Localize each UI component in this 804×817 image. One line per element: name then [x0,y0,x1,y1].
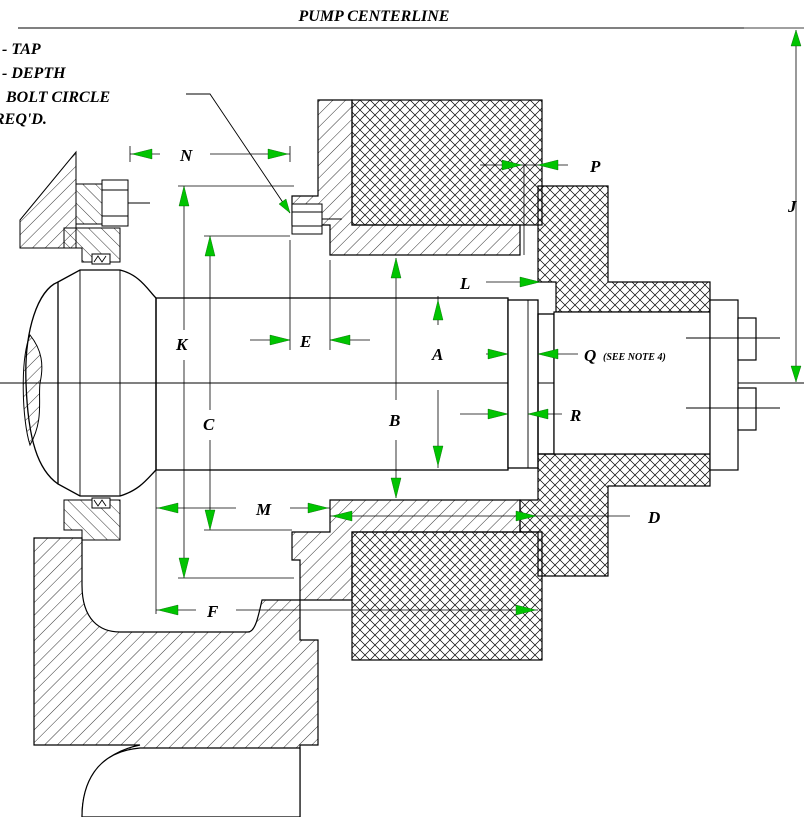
note-tap: - TAP [2,41,41,58]
dim-e: E [250,240,370,351]
lower-oring [91,497,111,509]
tap-notes: - TAP - DEPTH BOLT CIRCLE REQ'D. [0,41,110,128]
gland-screw [291,203,342,235]
note-leader-line [186,93,291,214]
upper-collar-block [537,185,711,313]
label-e: E [299,332,311,351]
label-l: L [459,274,470,293]
dim-k: K [175,185,294,579]
lower-housing-opening [81,747,301,817]
label-n: N [179,146,193,165]
label-j: J [787,197,797,216]
dim-d: D [330,508,660,527]
dim-p: P [480,157,601,255]
note-reqd: REQ'D. [0,111,47,128]
set-screw-bore [553,311,711,455]
label-m: M [255,500,272,519]
label-r: R [569,406,581,425]
dim-j: J [744,27,804,383]
note-depth: - DEPTH [2,65,66,82]
upper-gland-bolt [75,179,150,227]
note-bolt-circle: BOLT CIRCLE [5,89,110,106]
note-leader-arrow [278,198,291,214]
upper-oring [91,253,111,265]
dim-f: F [156,602,538,621]
dim-b: B [388,257,402,499]
label-b: B [388,411,400,430]
lower-seal-face [351,531,543,661]
shaft-break-hatch [22,334,43,447]
label-a: A [431,345,443,364]
dim-c: C [203,235,292,531]
dim-r: R [460,406,581,425]
shaft-end [537,313,555,455]
label-f: F [206,602,219,621]
dim-m: M [155,470,330,614]
label-q: Q [584,346,596,365]
dim-l: L [459,274,541,293]
shaft-main [155,297,509,471]
label-p: P [589,157,601,176]
dim-q: Q (SEE NOTE 4) [486,346,666,365]
dim-a: A [431,296,443,468]
upper-seal-face [351,99,543,226]
label-d: D [647,508,660,527]
pump-centerline-title: PUMP CENTERLINE [298,8,450,25]
set-screw [686,299,780,471]
label-k: K [175,335,189,354]
shaft-step [507,299,539,469]
label-q-note: (SEE NOTE 4) [603,352,666,363]
dim-n: N [129,146,291,165]
label-c: C [203,415,215,434]
lower-collar-block [519,453,711,577]
